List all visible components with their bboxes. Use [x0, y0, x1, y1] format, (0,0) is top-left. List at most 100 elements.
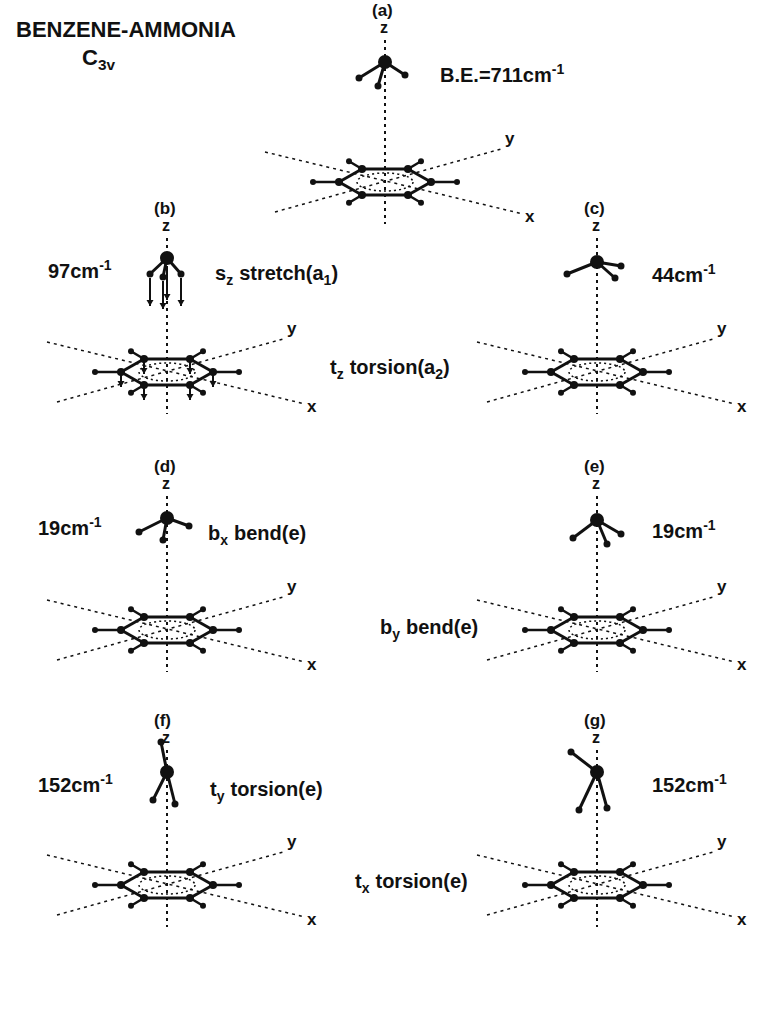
frequency-label: 97cm-1	[48, 258, 112, 282]
mode-label-part: y	[392, 626, 400, 642]
carbon-atom	[186, 894, 194, 902]
hydrogen-atom	[558, 903, 564, 909]
carbon-atom	[209, 626, 217, 634]
axis-label: x	[737, 398, 746, 417]
frequency-label-part: B.E.=711cm	[440, 64, 552, 86]
carbon-atom	[427, 178, 435, 186]
hydrogen-atom	[666, 882, 672, 888]
arrow-head	[187, 394, 194, 400]
axis-label-part: y	[287, 577, 296, 596]
ring-bond	[574, 616, 620, 619]
mode-label-part: stretch(a	[239, 262, 323, 284]
aromatic-ring	[139, 876, 195, 894]
mode-label-part: t	[355, 870, 362, 892]
symmetry-label: C3v	[82, 46, 115, 74]
axis-label: y	[717, 320, 726, 339]
mode-label: bybend(e)	[380, 616, 478, 642]
y-axis	[487, 852, 713, 915]
panel-letter-part: (g)	[584, 711, 606, 730]
mode-label: tytorsion(e)	[210, 778, 323, 804]
arrow-head	[141, 394, 148, 400]
panel-letter: (f)	[154, 712, 171, 731]
axis-label: y	[717, 578, 726, 597]
hydrogen-atom	[418, 158, 424, 164]
carbon-atom	[570, 868, 578, 876]
frequency-label: 152cm-1	[38, 772, 113, 796]
mode-label-part: x	[220, 532, 228, 548]
aromatic-ring	[569, 621, 625, 639]
hydrogen-atom	[128, 390, 134, 396]
hydrogen-atom	[375, 83, 382, 90]
hydrogen-atom	[150, 797, 157, 804]
carbon-atom	[616, 868, 624, 876]
frequency-label-part: 152cm	[652, 774, 714, 796]
carbon-atom	[570, 894, 578, 902]
hydrogen-atom	[236, 627, 242, 633]
mode-label: szstretch(a1)	[215, 262, 338, 288]
hydrogen-atom	[402, 72, 409, 79]
carbon-atom	[547, 368, 555, 376]
frequency-label-part: -1	[99, 257, 111, 273]
hydrogen-atom	[136, 529, 143, 536]
hydrogen-atom	[618, 263, 625, 270]
axis-label-part: z	[162, 217, 170, 234]
mode-label: bxbend(e)	[208, 522, 306, 548]
frequency-label-part: 97cm	[48, 260, 99, 282]
frequency-label-part: 152cm	[38, 774, 100, 796]
mode-label-part: b	[380, 616, 392, 638]
aromatic-ring	[357, 173, 413, 191]
y-axis	[487, 597, 713, 660]
panel-letter: (a)	[372, 2, 393, 21]
y-axis	[275, 149, 501, 212]
aromatic-ring	[569, 363, 625, 381]
carbon-atom	[358, 165, 366, 173]
panel-letter: (d)	[154, 458, 176, 477]
arrow-head	[178, 300, 185, 306]
carbon-atom	[186, 355, 194, 363]
panel-letter: (b)	[154, 200, 176, 219]
carbon-atom	[140, 868, 148, 876]
axis-label-part: x	[525, 207, 534, 226]
arrow-head	[210, 381, 217, 387]
y-axis	[57, 339, 283, 402]
ring-bond	[574, 641, 620, 644]
mode-label-part: s	[215, 262, 226, 284]
aromatic-ring	[569, 876, 625, 894]
panel-letter: (e)	[584, 458, 605, 477]
carbon-atom	[547, 626, 555, 634]
hydrogen-atom	[178, 271, 185, 278]
hydrogen-atom	[612, 275, 619, 282]
hydrogen-atom	[92, 369, 98, 375]
ring-bond	[574, 871, 620, 874]
frequency-label: 44cm-1	[652, 262, 716, 286]
nitrogen-atom	[590, 255, 604, 269]
axis-label: y	[717, 833, 726, 852]
mode-label-part: )	[331, 262, 338, 284]
hydrogen-atom	[200, 348, 206, 354]
axis-label-part: x	[307, 910, 316, 929]
mode-label-part: torsion(a	[350, 356, 436, 378]
panel-letter-part: (e)	[584, 457, 605, 476]
axis-label: x	[737, 656, 746, 675]
carbon-atom	[117, 881, 125, 889]
symmetry-label-part: C	[82, 45, 98, 70]
panel-letter: (c)	[584, 200, 605, 219]
axis-label-part: y	[287, 319, 296, 338]
hydrogen-atom	[666, 627, 672, 633]
carbon-atom	[186, 613, 194, 621]
hydrogen-atom	[522, 369, 528, 375]
hydrogen-atom	[558, 648, 564, 654]
carbon-atom	[117, 368, 125, 376]
hydrogen-atom	[160, 274, 167, 281]
arrow-head	[187, 368, 194, 374]
carbon-atom	[570, 355, 578, 363]
mode-label-part: bend(e)	[234, 522, 306, 544]
arrow-head	[164, 294, 171, 300]
carbon-atom	[547, 881, 555, 889]
hydrogen-atom	[128, 903, 134, 909]
axis-label-part: x	[307, 655, 316, 674]
hydrogen-atom	[630, 903, 636, 909]
carbon-atom	[404, 191, 412, 199]
axis-label: z	[162, 729, 170, 747]
axis-label-part: y	[287, 832, 296, 851]
